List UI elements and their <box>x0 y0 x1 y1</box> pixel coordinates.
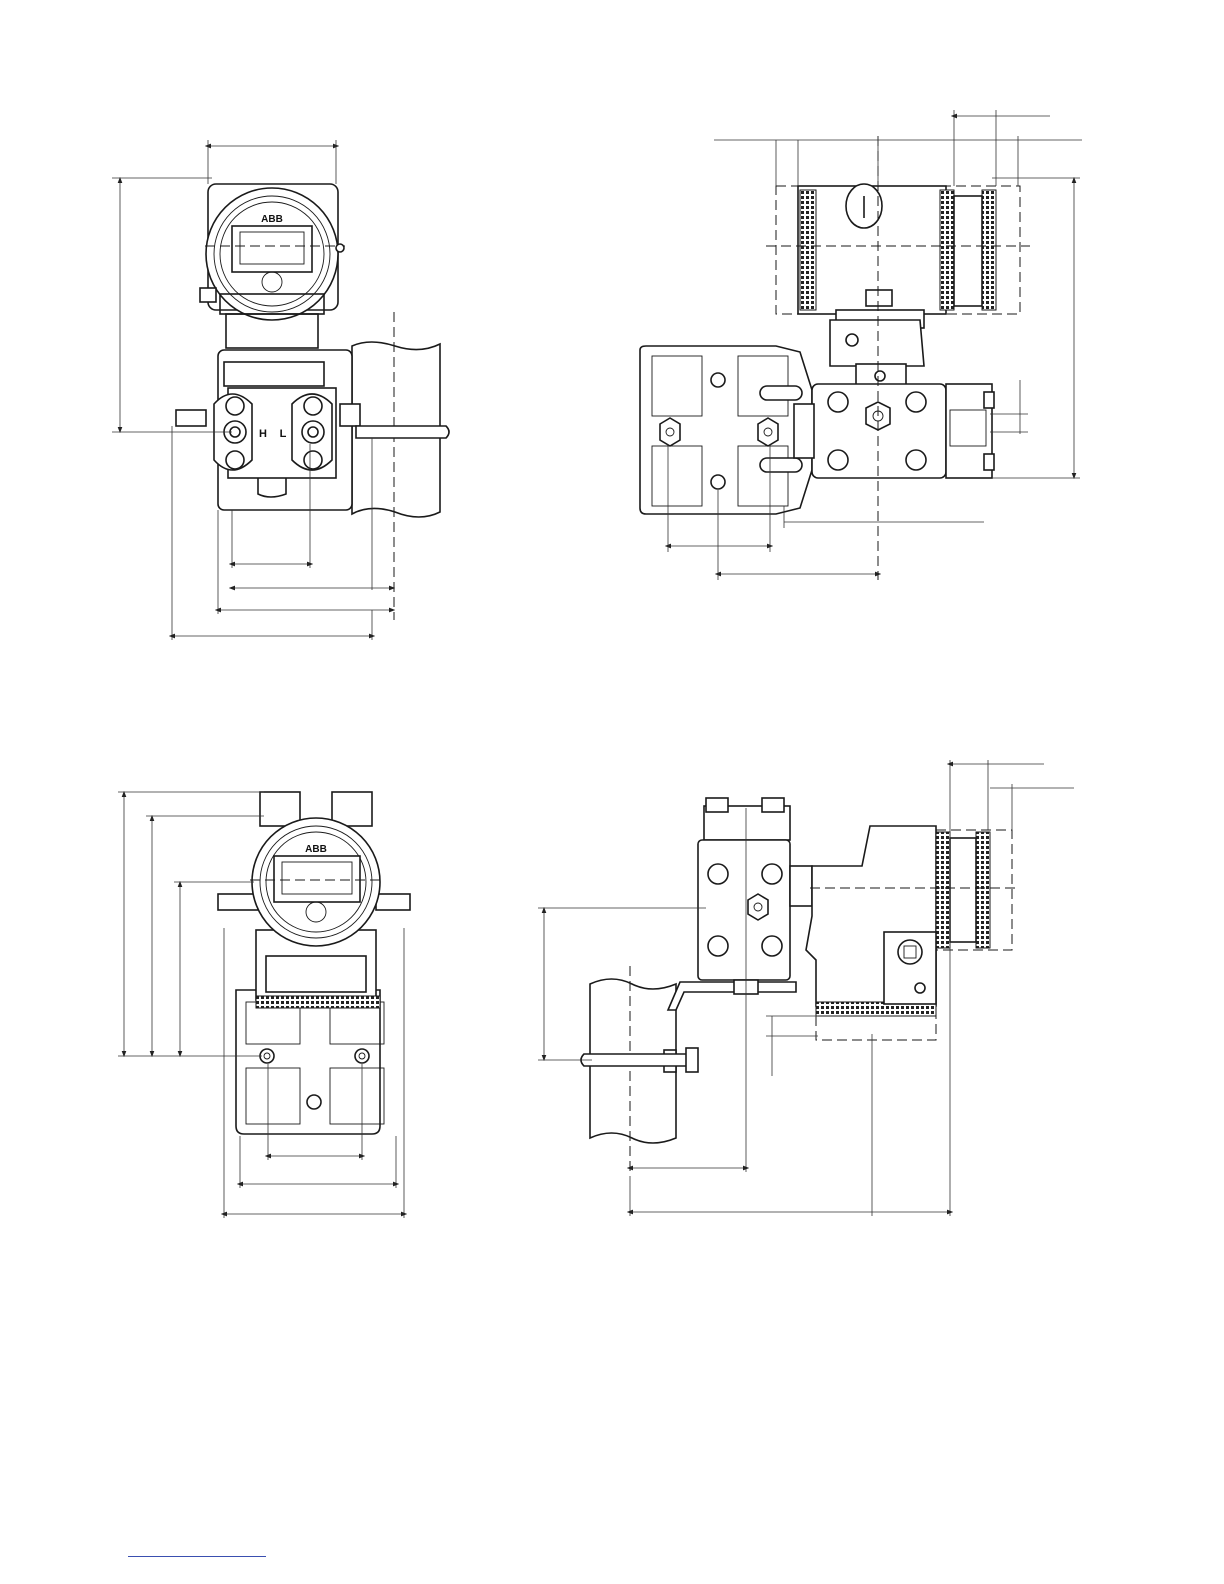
abb-logo-bottom: ABB <box>305 844 327 855</box>
transmitter-housing-side-bottom <box>806 826 1016 1040</box>
sensor-body-side <box>794 384 994 478</box>
side-view <box>640 110 1082 580</box>
high-side-label: H <box>259 428 267 440</box>
footnote-rule <box>128 1556 266 1557</box>
transmitter-housing-bottom: ABB <box>250 792 380 946</box>
sensor-body-side-bottom <box>698 798 812 994</box>
sensor-body-front: H L <box>176 350 449 510</box>
pipe-front-view <box>352 312 440 620</box>
low-side-label: L <box>280 428 287 440</box>
abb-logo-front: ABB <box>261 214 283 225</box>
transmitter-housing-front: ABB <box>200 184 345 348</box>
front-view: ABB H L <box>112 140 449 640</box>
side-view-bottom-dimensions <box>538 760 1074 1216</box>
mounting-bracket-side <box>640 346 812 514</box>
side-view-bottom <box>538 760 1074 1216</box>
transmitter-housing-side <box>766 184 1030 388</box>
front-view-bottom: ABB <box>118 792 410 1218</box>
